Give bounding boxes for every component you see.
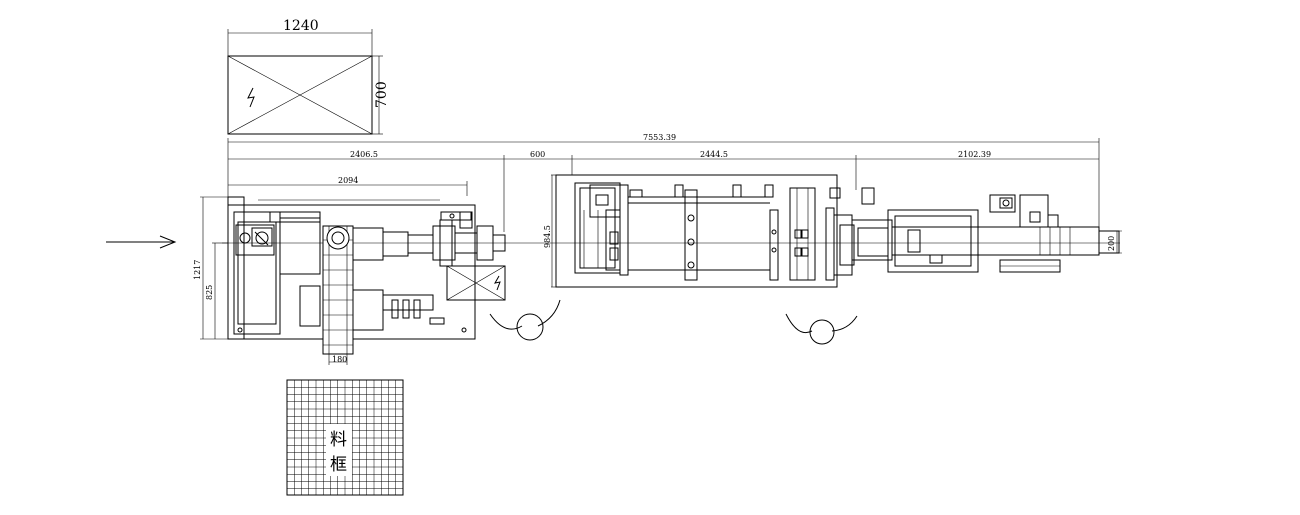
section-1-dim: 2406.5 [350, 150, 378, 159]
arrow-right-icon [106, 235, 177, 249]
overall-length-dim: 7553.39 [643, 133, 676, 142]
section-2-width-dim: 984.5 [543, 225, 552, 248]
dimension-chain: 7553.39 2406.5 600 2444.5 2102.39 2094 [227, 133, 1100, 232]
lightning-icon [247, 87, 255, 108]
material-frame-label-line2: 框 [330, 455, 347, 475]
unit-2-straightener: 984.5 [543, 174, 855, 288]
cabinet-width-dim: 1240 [283, 18, 319, 34]
unit-3-outfeed: 200 [851, 187, 1122, 273]
unit-1-length-dim: 2094 [338, 176, 358, 185]
conveyor-width-dim: 180 [332, 355, 347, 364]
unit-1-uncoiler: 1217 825 180 [193, 196, 506, 365]
electrical-cabinet-top: 1240 700 [227, 18, 390, 135]
operator-position-2 [785, 313, 858, 345]
material-frame-label-line1: 料 [330, 430, 347, 450]
hydraulic-station [446, 265, 506, 301]
material-frame: 料 框 [286, 379, 404, 496]
gap-dim: 600 [530, 150, 545, 159]
cabinet-depth-dim: 700 [374, 81, 390, 108]
unit-1-width-dim: 1217 [193, 260, 202, 280]
material-frame-grid [287, 380, 403, 495]
lightning-icon [494, 275, 501, 291]
section-2-dim: 2444.5 [700, 150, 728, 159]
section-3-dim: 2102.39 [958, 150, 991, 159]
outfeed-width-dim: 200 [1107, 236, 1116, 251]
operator-position-1 [489, 299, 561, 341]
unit-1-inner-dim: 825 [205, 285, 214, 300]
